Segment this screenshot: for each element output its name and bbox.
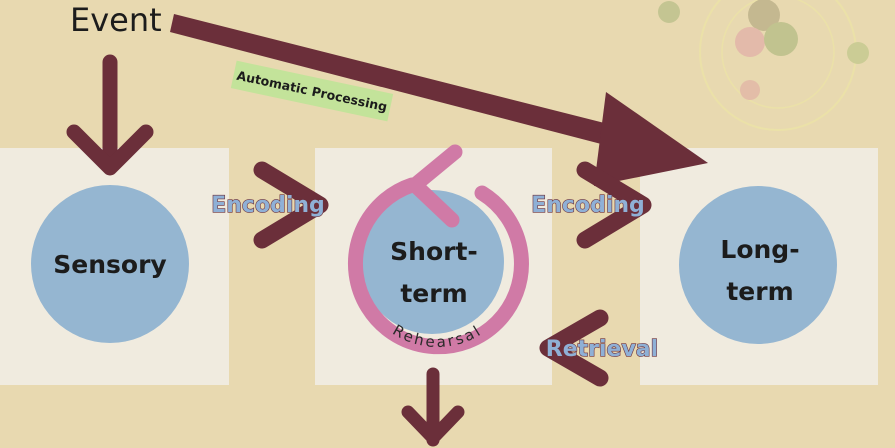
- long-term-label-line2: term: [726, 277, 793, 306]
- orbit-decoration: [658, 0, 869, 131]
- long-term-circle: [679, 186, 837, 344]
- forgetting-down-arrow: [401, 367, 465, 447]
- short-term-label-line2: term: [400, 279, 467, 308]
- short-term-circle: [360, 190, 504, 334]
- encoding-arrow-2: [576, 161, 652, 249]
- event-label: Event: [70, 1, 162, 39]
- short-term-label-line1: Short-: [390, 237, 478, 266]
- retrieval-label: Retrieval: [546, 337, 658, 362]
- retrieval-arrow: [539, 309, 609, 387]
- encoding-label-1: Encoding: [211, 193, 325, 218]
- event-down-arrow: [66, 54, 154, 176]
- automatic-processing-arrow: [170, 14, 708, 186]
- encoding-arrow-1: [253, 161, 329, 249]
- rehearsal-loop: [347, 144, 529, 355]
- sensory-circle: [31, 185, 189, 343]
- long-term-label-line1: Long-: [720, 235, 799, 264]
- sensory-label: Sensory: [53, 250, 166, 279]
- encoding-label-2: Encoding: [531, 193, 645, 218]
